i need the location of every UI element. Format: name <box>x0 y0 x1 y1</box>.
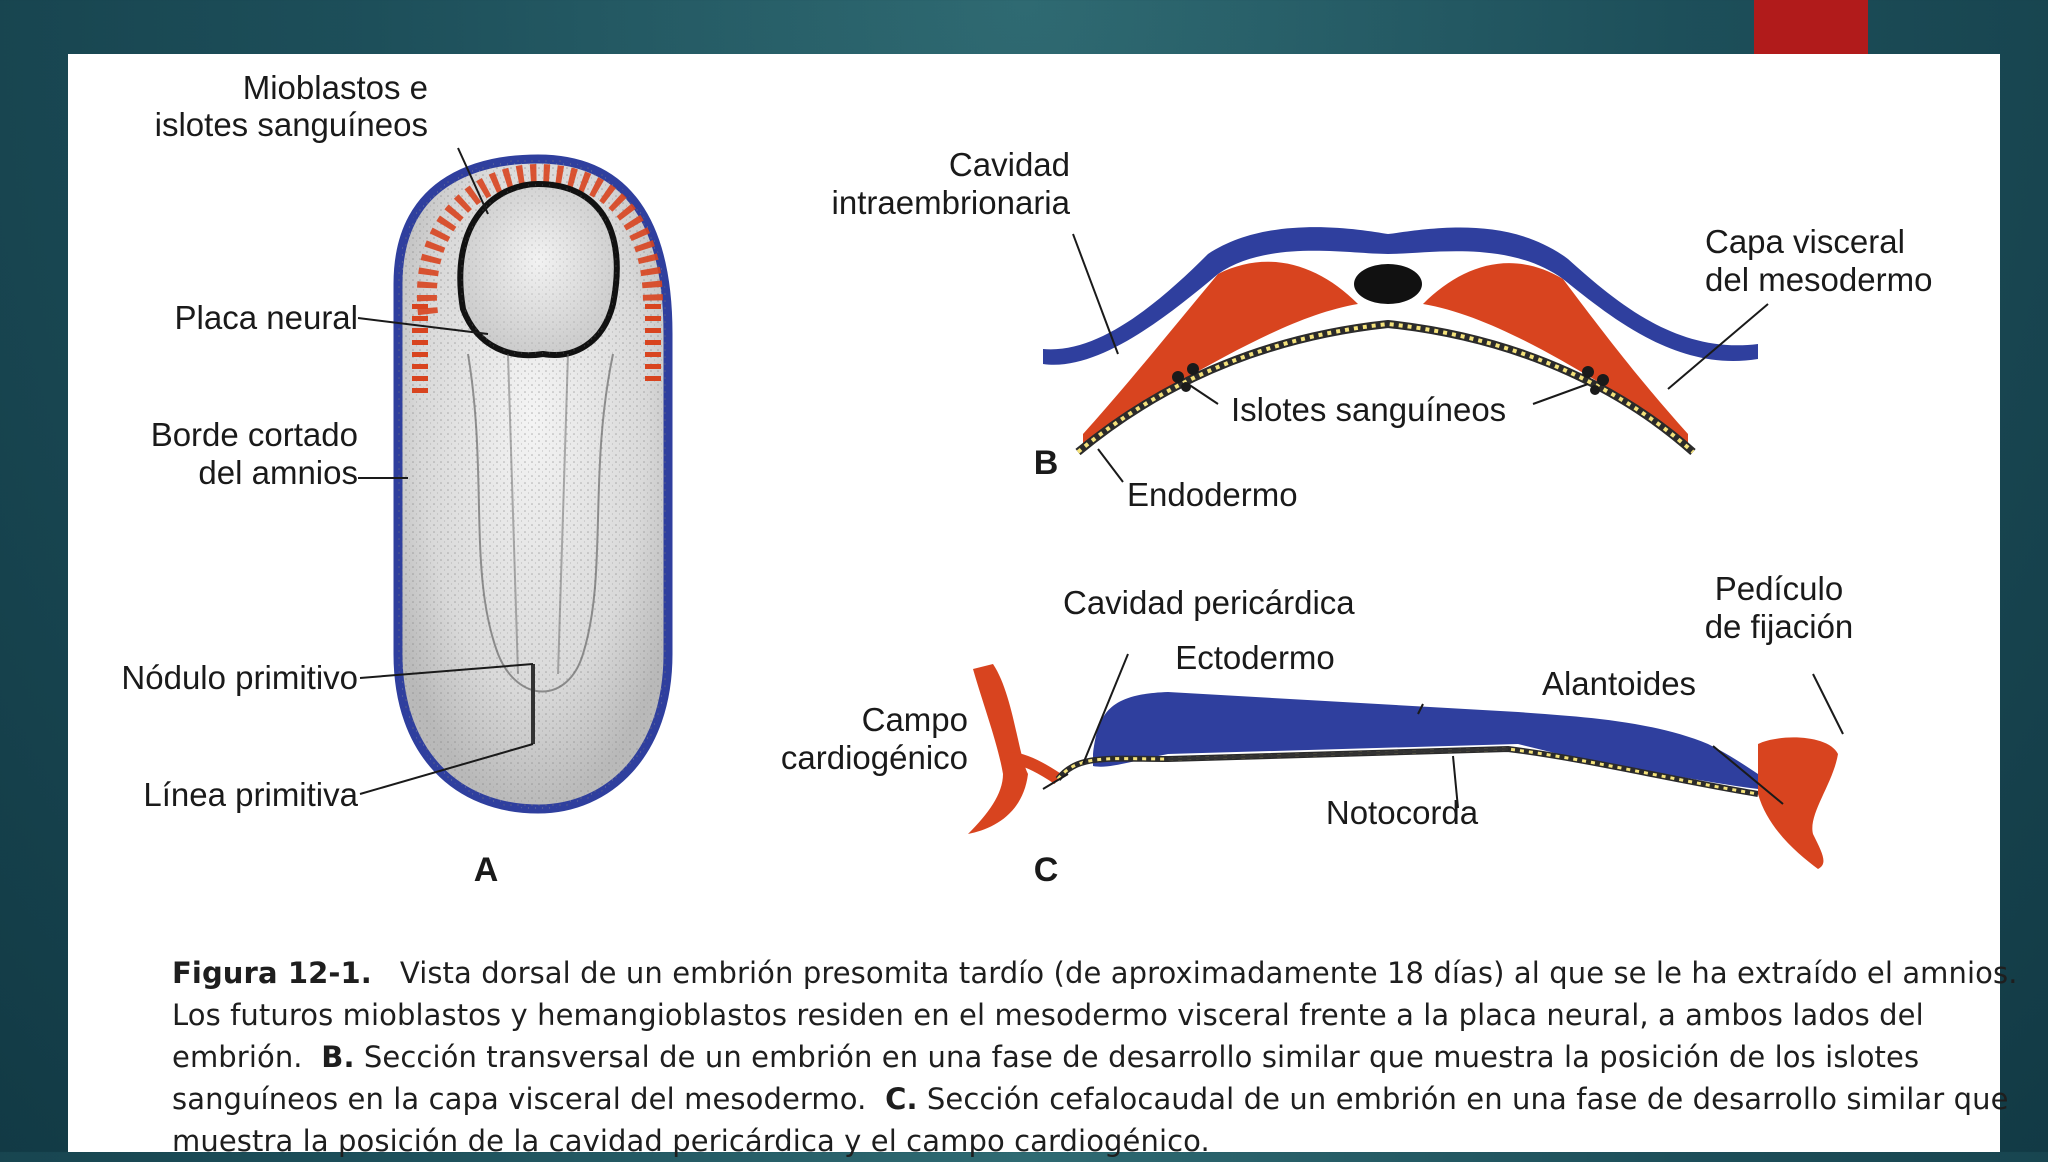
caption-fig-label: Figura 12-1. <box>172 956 372 990</box>
blood-island-dots <box>412 163 663 394</box>
label-mioblastos-2: islotes sanguíneos <box>155 106 428 143</box>
blood-islands-b <box>1172 363 1609 395</box>
label-placa-neural: Placa neural <box>175 299 358 336</box>
panel-a-embryo: Mioblastos e islotes sanguíneos Placa ne… <box>121 69 673 889</box>
label-islotes-b: Islotes sanguíneos <box>1231 391 1506 428</box>
panel-b-cross-section: Cavidad intraembrionaria Capa visceral d… <box>832 146 1933 513</box>
label-nodulo: Nódulo primitivo <box>121 659 358 696</box>
label-cavidad-2: intraembrionaria <box>832 184 1071 221</box>
label-pediculo-1: Pedículo <box>1715 570 1843 607</box>
panel-c-sagittal-section: Cavidad pericárdica Pedículo de fijación… <box>781 570 1853 889</box>
label-linea: Línea primitiva <box>143 776 358 813</box>
caption-text-a: Vista dorsal de un embrión presomita tar… <box>172 956 2018 1074</box>
caption-b-label: B. <box>321 1040 355 1074</box>
mesoderm-right <box>1423 263 1688 449</box>
label-alantoides: Alantoides <box>1542 665 1696 702</box>
panel-letter-b: B <box>1034 444 1059 482</box>
embryo-figure: Mioblastos e islotes sanguíneos Placa ne… <box>121 69 1933 889</box>
endoderm-line-c <box>1055 745 1759 797</box>
notochord-b <box>1354 264 1422 304</box>
ectoderm-band <box>1093 692 1758 789</box>
label-borde-2: del amnios <box>198 454 358 491</box>
label-campo-1: Campo <box>862 701 968 738</box>
red-accent-tab <box>1754 0 1868 54</box>
label-cavidad-1: Cavidad <box>949 146 1070 183</box>
label-borde-1: Borde cortado <box>151 416 358 453</box>
panel-letter-c: C <box>1034 851 1059 889</box>
panel-letter-a: A <box>474 851 499 889</box>
connecting-stalk <box>1758 737 1838 869</box>
caption-c-label: C. <box>885 1082 918 1116</box>
label-mioblastos-1: Mioblastos e <box>243 69 428 106</box>
figure-caption: Figura 12-1. Vista dorsal de un embrión … <box>172 952 2032 1162</box>
label-capa-1: Capa visceral <box>1705 223 1905 260</box>
label-pediculo-2: de fijación <box>1705 608 1854 645</box>
label-endodermo: Endodermo <box>1127 476 1298 513</box>
cardiogenic-field <box>968 664 1028 834</box>
caption-text-b: Sección transversal de un embrión en una… <box>172 1040 1920 1116</box>
label-campo-2: cardiogénico <box>781 739 968 776</box>
mesoderm-left <box>1083 261 1358 449</box>
label-notocorda: Notocorda <box>1326 794 1479 831</box>
figure-panel: Mioblastos e islotes sanguíneos Placa ne… <box>68 54 2017 1158</box>
label-capa-2: del mesodermo <box>1705 261 1932 298</box>
label-ectodermo: Ectodermo <box>1175 639 1335 676</box>
ectoderm-arch <box>1043 227 1758 365</box>
label-cav-pericardica: Cavidad pericárdica <box>1063 584 1355 621</box>
